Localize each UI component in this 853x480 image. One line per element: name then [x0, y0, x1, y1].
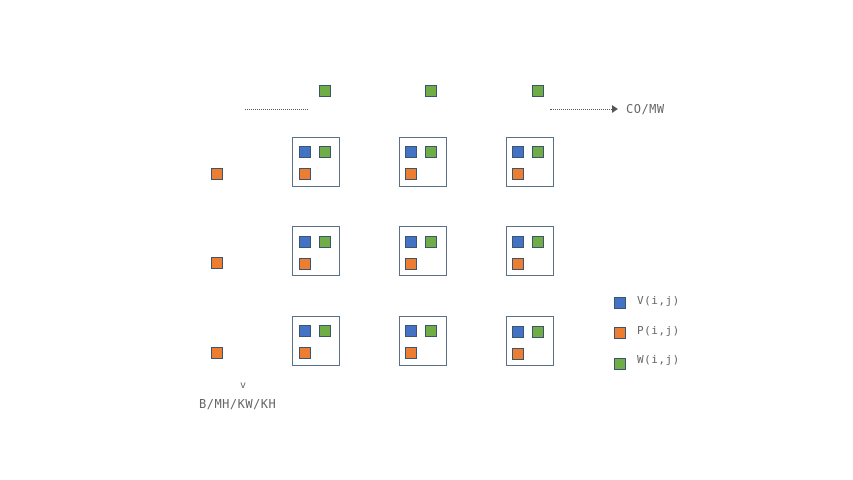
- grid-cell: [506, 137, 554, 187]
- grid-cell: [506, 226, 554, 276]
- cell-p-square: [299, 168, 311, 180]
- cell-v-square: [405, 325, 417, 337]
- grid-cell: [399, 137, 447, 187]
- cell-w-square: [319, 325, 331, 337]
- cell-w-square: [319, 236, 331, 248]
- top-axis-label: CO/MW: [626, 102, 665, 116]
- legend-p-swatch: [614, 327, 626, 339]
- bottom-axis-label: B/MH/KW/KH: [199, 397, 277, 411]
- cell-v-square: [405, 146, 417, 158]
- cell-w-square: [532, 326, 544, 338]
- grid-cell: [399, 316, 447, 366]
- cell-w-square: [532, 146, 544, 158]
- top-weight-square: [319, 85, 331, 97]
- cell-w-square: [425, 325, 437, 337]
- grid-cell: [506, 316, 554, 366]
- grid-cell: [292, 226, 340, 276]
- bottom-arrow-glyph: v: [240, 380, 247, 391]
- cell-p-square: [512, 258, 524, 270]
- left-output-square: [211, 168, 223, 180]
- cell-p-square: [299, 258, 311, 270]
- top-weight-square: [532, 85, 544, 97]
- top-weight-square: [425, 85, 437, 97]
- cell-v-square: [299, 236, 311, 248]
- grid-cell: [292, 316, 340, 366]
- cell-w-square: [319, 146, 331, 158]
- cell-w-square: [425, 236, 437, 248]
- cell-p-square: [405, 168, 417, 180]
- cell-v-square: [299, 146, 311, 158]
- left-output-square: [211, 347, 223, 359]
- legend-w-swatch: [614, 358, 626, 370]
- cell-p-square: [405, 258, 417, 270]
- left-output-square: [211, 257, 223, 269]
- legend-v-label: V(i,j): [637, 294, 680, 307]
- cell-p-square: [512, 348, 524, 360]
- cell-v-square: [405, 236, 417, 248]
- cell-p-square: [405, 347, 417, 359]
- cell-w-square: [532, 236, 544, 248]
- arrow-right-icon: [612, 105, 618, 113]
- cell-v-square: [512, 146, 524, 158]
- grid-cell: [292, 137, 340, 187]
- cell-p-square: [512, 168, 524, 180]
- cell-v-square: [512, 236, 524, 248]
- legend-w-label: W(i,j): [637, 353, 680, 366]
- top-dotted-line-right: [550, 109, 614, 110]
- legend-v-swatch: [614, 297, 626, 309]
- cell-w-square: [425, 146, 437, 158]
- grid-cell: [399, 226, 447, 276]
- cell-p-square: [299, 347, 311, 359]
- cell-v-square: [299, 325, 311, 337]
- top-dotted-line-left: [245, 109, 308, 110]
- cell-v-square: [512, 326, 524, 338]
- legend-p-label: P(i,j): [637, 324, 680, 337]
